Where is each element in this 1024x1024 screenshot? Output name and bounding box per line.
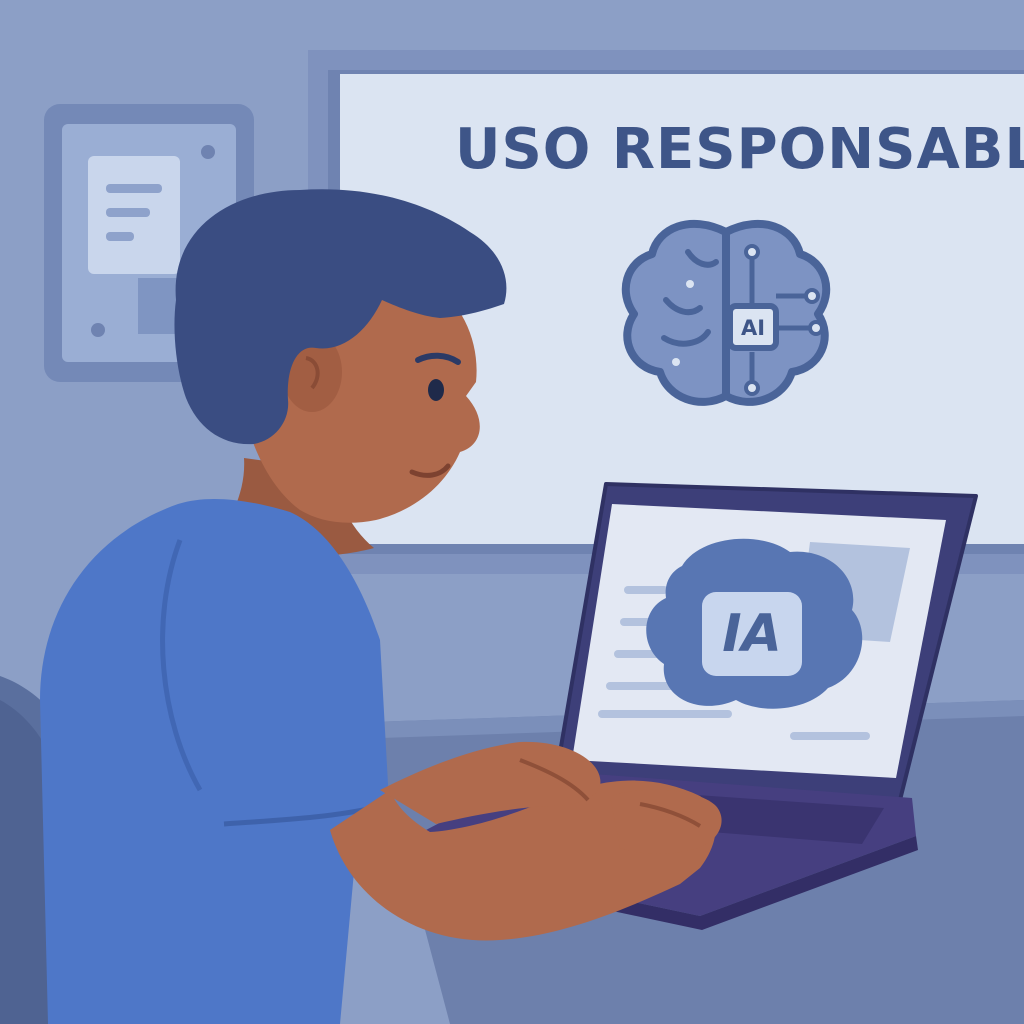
eye	[428, 379, 444, 401]
poster-title: USO RESPONSABLE	[455, 117, 1024, 182]
brain-chip-label: AI	[740, 316, 766, 340]
hand	[610, 789, 722, 854]
hand	[380, 741, 601, 824]
laptop	[388, 482, 978, 930]
pin-icon	[201, 145, 215, 159]
laptop-badge-label: IA	[722, 604, 782, 664]
smile	[409, 463, 451, 478]
ia-badge	[702, 592, 802, 676]
person	[40, 189, 722, 1024]
eyebrow	[415, 352, 461, 365]
brain-chip-icon	[621, 220, 831, 406]
pin-icon	[91, 323, 105, 337]
shirt	[40, 498, 390, 1024]
hair	[174, 189, 507, 445]
